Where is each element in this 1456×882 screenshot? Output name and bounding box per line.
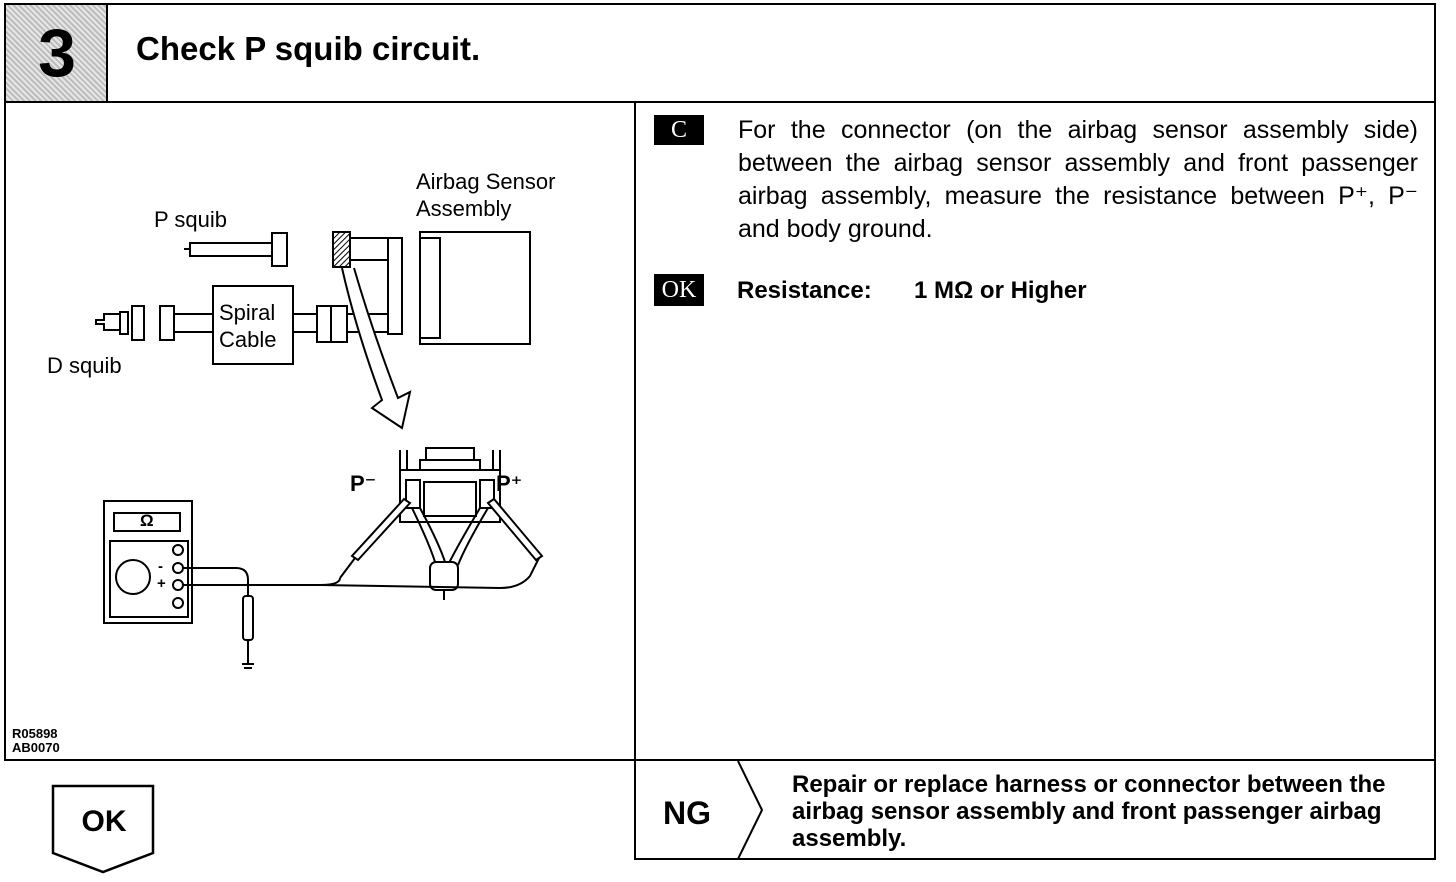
right-border — [1434, 101, 1436, 761]
spec-label: Resistance: — [737, 277, 872, 304]
sensor-connector-hatched — [332, 231, 351, 268]
step-header — [4, 3, 1436, 103]
label-p-plus: P⁺ — [496, 471, 523, 496]
content-bottom-border — [4, 759, 1436, 761]
label-spiral: Spiral — [219, 300, 276, 325]
circuit-diagram — [95, 231, 544, 669]
label-d-squib: D squib — [47, 353, 122, 378]
callout-arrow — [341, 267, 412, 430]
ng-box-bottom — [634, 858, 1436, 860]
p-squib-cap — [271, 232, 288, 267]
sensor-bracket — [387, 237, 403, 335]
left-border — [4, 101, 6, 761]
probe-minus — [350, 497, 412, 562]
label-meter-minus: - — [158, 558, 163, 575]
ng-box-right — [1434, 759, 1436, 860]
column-divider — [634, 101, 636, 761]
step-number: 3 — [38, 15, 76, 91]
ok-result-label: OK — [81, 805, 127, 838]
label-p-squib: P squib — [154, 207, 227, 232]
ok-result-arrow — [51, 784, 155, 874]
ng-box-left — [634, 759, 636, 860]
spec-badge: OK — [654, 274, 704, 306]
ng-label: NG — [663, 795, 711, 831]
ref-code-2: AB0070 — [12, 740, 60, 755]
p-squib-body — [189, 242, 273, 257]
instruction-badge: C — [654, 115, 704, 145]
label-airbag-sensor-2: Assembly — [416, 196, 512, 221]
spiral-cable-box — [212, 285, 294, 365]
probe-plus — [486, 497, 544, 562]
label-p-minus: P⁻ — [350, 471, 377, 496]
ref-code-1: R05898 — [12, 726, 58, 741]
header-divider — [106, 3, 108, 103]
spec-value: 1 MΩ or Higher — [914, 277, 1087, 304]
ng-chevron — [737, 761, 764, 859]
label-ohm: Ω — [140, 511, 154, 530]
label-meter-plus: + — [157, 575, 166, 592]
step-title: Check P squib circuit. — [136, 30, 481, 67]
ng-action-text: Repair or replace harness or connector b… — [792, 771, 1386, 852]
label-cable: Cable — [219, 327, 277, 352]
label-airbag-sensor-1: Airbag Sensor — [416, 169, 556, 194]
step-number-box: 3 — [6, 5, 106, 101]
instruction-text: For the connector (on the airbag sensor … — [738, 116, 1418, 243]
